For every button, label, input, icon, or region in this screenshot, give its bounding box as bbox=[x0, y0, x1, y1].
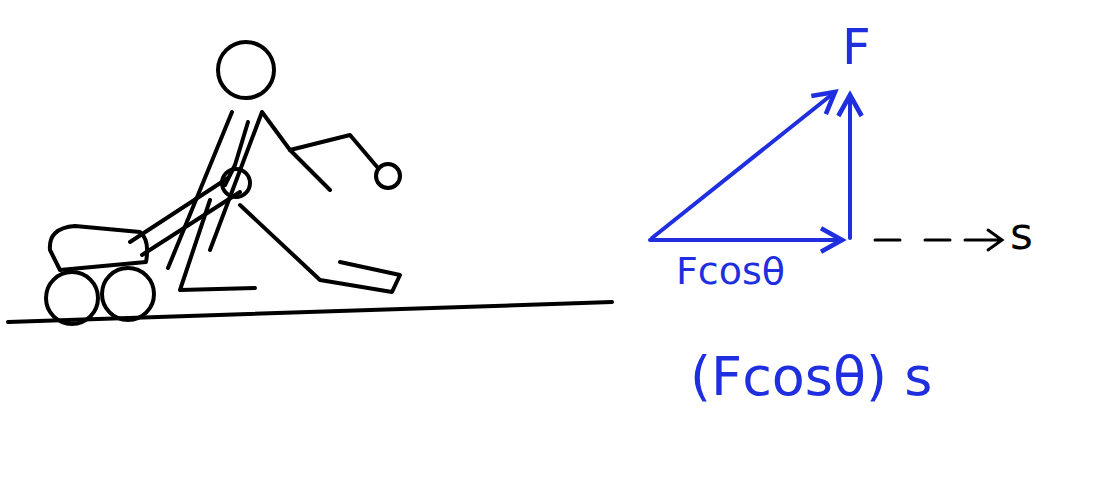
displacement-direction bbox=[875, 230, 1002, 250]
person-front-arm bbox=[290, 135, 378, 168]
dash-arrow bbox=[965, 230, 1002, 250]
person-pulling-cart bbox=[8, 42, 612, 324]
cart-body bbox=[50, 226, 147, 270]
person-torso bbox=[168, 112, 330, 268]
work-expression: (Fcosθ) s bbox=[690, 350, 932, 404]
vertical-component-arrow bbox=[848, 95, 852, 238]
horizontal-component-arrow bbox=[650, 238, 842, 242]
force-vectors bbox=[650, 92, 850, 240]
person-back-arm bbox=[225, 122, 248, 185]
cart-wheel bbox=[46, 272, 98, 324]
person-fist bbox=[376, 164, 400, 188]
cart-wheel bbox=[102, 268, 154, 320]
component-label: Fcosθ bbox=[676, 252, 785, 290]
dash bbox=[875, 239, 900, 242]
displacement-label: s bbox=[1010, 212, 1033, 256]
force-label: F bbox=[842, 22, 871, 72]
dash bbox=[925, 239, 950, 242]
person-legs bbox=[180, 200, 400, 292]
person-head bbox=[218, 42, 274, 98]
force-arrow bbox=[652, 92, 835, 238]
